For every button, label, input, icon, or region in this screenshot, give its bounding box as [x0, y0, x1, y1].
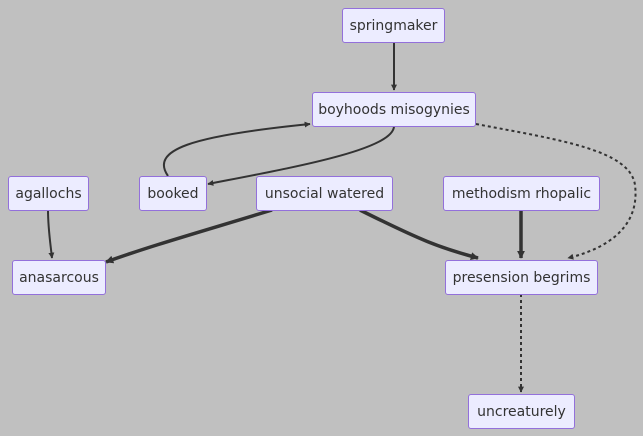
node-uncreaturely[interactable]: uncreaturely	[468, 394, 575, 429]
edge-boyhoods-misogynies-to-presension-begrims	[475, 123, 637, 260]
node-boyhoods-misogynies[interactable]: boyhoods misogynies	[312, 92, 476, 127]
node-label: methodism rhopalic	[451, 185, 592, 202]
node-methodism-rhopalic[interactable]: methodism rhopalic	[443, 176, 600, 211]
node-label: springmaker	[349, 17, 438, 34]
edge-unsocial-watered-to-presension-begrims	[359, 208, 479, 261]
node-label: uncreaturely	[477, 403, 566, 420]
node-unsocial-watered[interactable]: unsocial watered	[256, 176, 393, 211]
node-label: unsocial watered	[264, 185, 385, 202]
node-label: boyhoods misogynies	[318, 101, 470, 118]
node-booked[interactable]: booked	[139, 176, 207, 211]
node-label: booked	[147, 185, 199, 202]
node-label: agallochs	[15, 185, 82, 202]
edge-agallochs-to-anasarcous	[47, 209, 55, 259]
node-label: presension begrims	[452, 269, 591, 286]
edge-unsocial-watered-to-anasarcous	[105, 208, 273, 264]
node-springmaker[interactable]: springmaker	[342, 8, 445, 43]
node-presension-begrims[interactable]: presension begrims	[445, 260, 598, 295]
node-label: anasarcous	[19, 269, 99, 286]
edge-boyhoods-misogynies-to-booked	[207, 125, 395, 186]
edge-booked-to-boyhoods-misogynies	[162, 121, 311, 177]
node-anasarcous[interactable]: anasarcous	[12, 260, 106, 295]
node-agallochs[interactable]: agallochs	[8, 176, 89, 211]
